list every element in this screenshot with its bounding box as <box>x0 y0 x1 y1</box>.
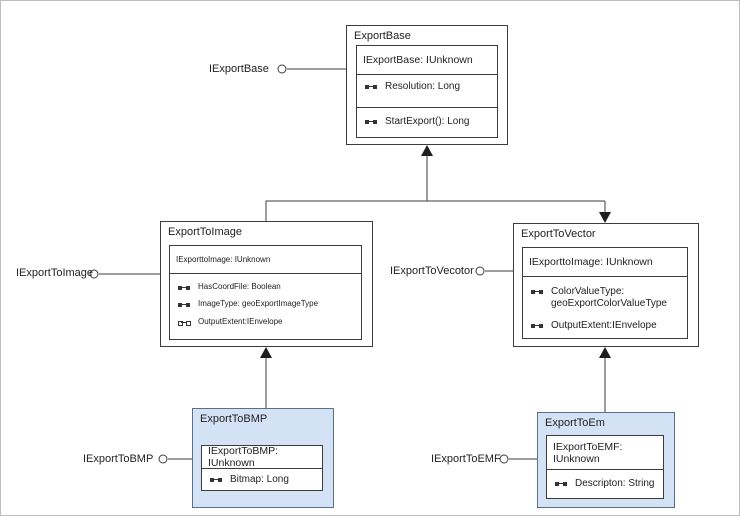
member-row: Resolution: Long <box>357 81 497 108</box>
member-row: ColorValueType:geoExportColorValueType <box>523 286 687 312</box>
member-label-continued: geoExportColorValueType <box>551 298 667 309</box>
member-label: StartExport(): Long <box>385 116 470 127</box>
interface-header: IExporttoImage: IUnknown <box>523 248 687 277</box>
interface-box-export-to-vector: IExporttoImage: IUnknown ColorValueType:… <box>522 247 688 339</box>
lollipop-label-export-base: IExportBase <box>209 63 269 75</box>
lollipop-circle-export-to-vector <box>475 266 485 276</box>
property-icon <box>531 320 543 332</box>
class-title: ExportBase <box>354 30 411 42</box>
member-row: StartExport(): Long <box>357 116 497 132</box>
member-label: Bitmap: Long <box>230 474 289 485</box>
write-only-property-icon <box>178 317 191 329</box>
member-label: HasCoordFile: Boolean <box>198 282 281 291</box>
interface-box-export-base: IExportBase: IUnknown Resolution: Long S… <box>356 45 498 138</box>
lollipop-circle-export-to-image <box>89 269 99 279</box>
interface-box-export-to-em: IExportToEMF:IUnknown Descripton: String <box>546 435 664 499</box>
member-row: HasCoordFile: Boolean <box>170 282 361 296</box>
property-icon <box>365 116 377 128</box>
interface-header-line: IExportToEMF: <box>553 440 623 453</box>
inheritance-arrowhead-base <box>421 145 433 156</box>
property-icon <box>178 282 190 294</box>
member-label: Descripton: String <box>575 478 655 489</box>
interface-header: IExportToEMF:IUnknown <box>547 436 663 470</box>
property-icon <box>365 81 377 93</box>
lollipop-circle-export-base <box>277 64 287 74</box>
class-export-to-image: ExportToImage IExporttoImage: IUnknown H… <box>160 221 373 347</box>
property-icon <box>555 478 567 490</box>
class-title: ExportToBMP <box>200 413 268 425</box>
member-label: OutputExtent:IEnvelope <box>551 320 657 331</box>
member-label: OutputExtent:IEnvelope <box>198 317 283 326</box>
class-export-to-em: ExportToEm IExportToEMF:IUnknown Descrip… <box>537 412 675 508</box>
class-title: ExportToImage <box>168 226 242 238</box>
class-export-to-vector: ExportToVector IExporttoImage: IUnknown … <box>513 223 699 347</box>
member-row: OutputExtent:IEnvelope <box>170 317 361 331</box>
class-title: ExportToVector <box>521 228 596 240</box>
lollipop-label-export-to-vector: IExportToVecotor <box>390 265 474 277</box>
interface-box-export-to-bmp: IExportToBMP: IUnknown Bitmap: Long <box>201 445 323 491</box>
interface-header: IExportBase: IUnknown <box>357 46 497 75</box>
interface-header: IExportToBMP: IUnknown <box>202 445 322 469</box>
class-title: ExportToEm <box>545 417 605 429</box>
inheritance-arrowhead-vector-top <box>599 212 611 223</box>
interface-header: IExporttoImage: IUnknown <box>170 246 361 274</box>
class-export-base: ExportBase IExportBase: IUnknown Resolut… <box>346 25 508 145</box>
member-row: ImageType: geoExportImageType <box>170 299 361 313</box>
property-icon <box>531 286 543 298</box>
member-row: OutputExtent:IEnvelope <box>523 320 687 334</box>
property-icon <box>210 474 222 486</box>
lollipop-label-export-to-bmp: IExportToBMP <box>83 453 154 465</box>
class-export-to-bmp: ExportToBMP IExportToBMP: IUnknown Bitma… <box>192 408 334 508</box>
property-icon <box>178 299 190 311</box>
member-label: ColorValueType: <box>551 286 625 297</box>
interface-box-export-to-image: IExporttoImage: IUnknown HasCoordFile: B… <box>169 245 362 340</box>
lollipop-circle-export-to-em <box>499 454 509 464</box>
member-row: Bitmap: Long <box>202 474 322 488</box>
interface-header-line: IUnknown <box>553 452 600 465</box>
lollipop-label-export-to-em: IExportToEMF <box>431 453 501 465</box>
member-label: ImageType: geoExportImageType <box>198 299 319 308</box>
inheritance-arrowhead-vector <box>599 347 611 358</box>
inheritance-line-image-to-base <box>265 153 428 221</box>
member-row: Descripton: String <box>547 478 663 492</box>
member-label: Resolution: Long <box>385 81 461 92</box>
inheritance-arrowhead-image <box>260 347 272 358</box>
lollipop-circle-export-to-bmp <box>158 454 168 464</box>
lollipop-label-export-to-image: IExportToImage <box>16 267 94 279</box>
